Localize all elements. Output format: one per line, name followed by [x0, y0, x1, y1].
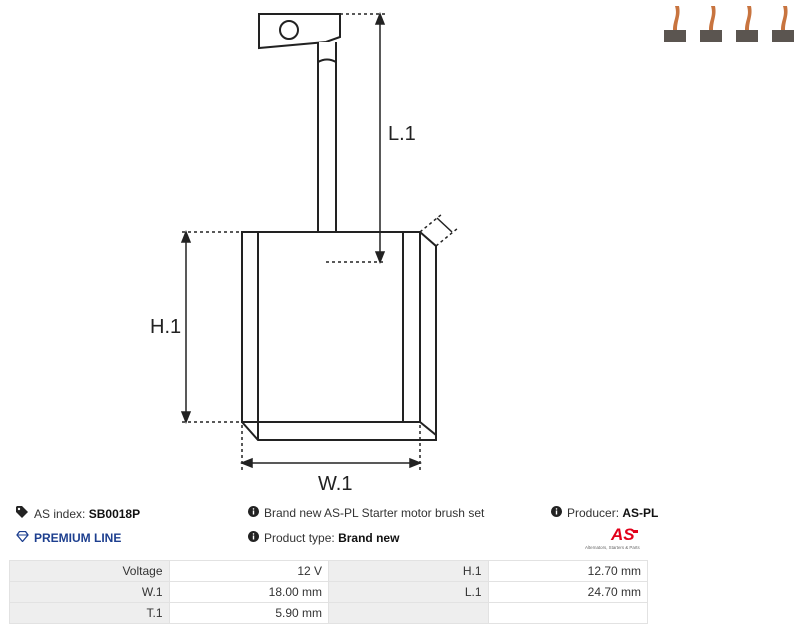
spec-value: 18.00 mm [168, 581, 329, 603]
as-pl-logo: AS Alternators, Starters & Parts [585, 525, 640, 550]
tag-icon [16, 506, 29, 521]
svg-text:AS: AS [610, 525, 635, 544]
svg-text:Alternators, Starters & Parts: Alternators, Starters & Parts [585, 545, 640, 550]
premium-line-label: PREMIUM LINE [34, 531, 122, 545]
product-type-label: Product type: [264, 531, 335, 545]
info-icon [248, 531, 259, 545]
product-type-value: Brand new [338, 531, 400, 545]
product-type-row: Product type: Brand new [248, 531, 399, 545]
spec-value [487, 602, 648, 624]
product-thumbnails[interactable] [660, 4, 800, 46]
as-index-value: SB0018P [88, 506, 141, 521]
terminal-hole [279, 20, 299, 40]
spec-label: L.1 [328, 581, 489, 603]
spec-value: 24.70 mm [487, 581, 648, 603]
producer-label: Producer: [567, 506, 620, 520]
table-row: W.1 18.00 mm L.1 24.70 mm [9, 581, 648, 603]
specs-table: Voltage 12 V H.1 12.70 mm W.1 18.00 mm L… [9, 560, 648, 624]
producer-value: AS-PL [622, 506, 659, 520]
spec-label: T.1 [9, 602, 170, 624]
spec-value: 12 V [168, 560, 329, 582]
info-icon [248, 506, 259, 520]
spec-value: 12.70 mm [487, 560, 648, 582]
thumbnail-brush-3 [736, 6, 758, 42]
product-description: Brand new AS-PL Starter motor brush set [264, 506, 485, 520]
info-icon [551, 506, 562, 520]
spec-value: 5.90 mm [168, 602, 329, 624]
brush-body [241, 231, 421, 423]
as-index-label: AS index: [34, 506, 86, 521]
thumbnail-brush-1 [664, 6, 686, 42]
spec-label: W.1 [9, 581, 170, 603]
spec-label: H.1 [328, 560, 489, 582]
terminal-tab [258, 13, 341, 50]
dim-label-w1: W.1 [318, 473, 352, 495]
description-row: Brand new AS-PL Starter motor brush set [248, 506, 484, 520]
table-row: Voltage 12 V H.1 12.70 mm [9, 560, 648, 582]
diamond-icon [16, 530, 29, 545]
spec-label: Voltage [9, 560, 170, 582]
table-row: T.1 5.90 mm [9, 602, 648, 624]
spec-label [328, 602, 489, 624]
as-index-row: AS index: SB0018P [16, 506, 140, 521]
premium-line-row: PREMIUM LINE [16, 530, 122, 545]
lead-wire [317, 42, 337, 266]
dim-label-l1: L.1 [388, 123, 416, 145]
dim-label-h1: H.1 [150, 316, 181, 338]
brush-technical-drawing: L.1 H.1 W.1 [150, 11, 459, 495]
producer-row: Producer: AS-PL [551, 506, 658, 520]
thumbnail-brush-2 [700, 6, 722, 42]
thumbnail-brush-4 [772, 6, 794, 42]
